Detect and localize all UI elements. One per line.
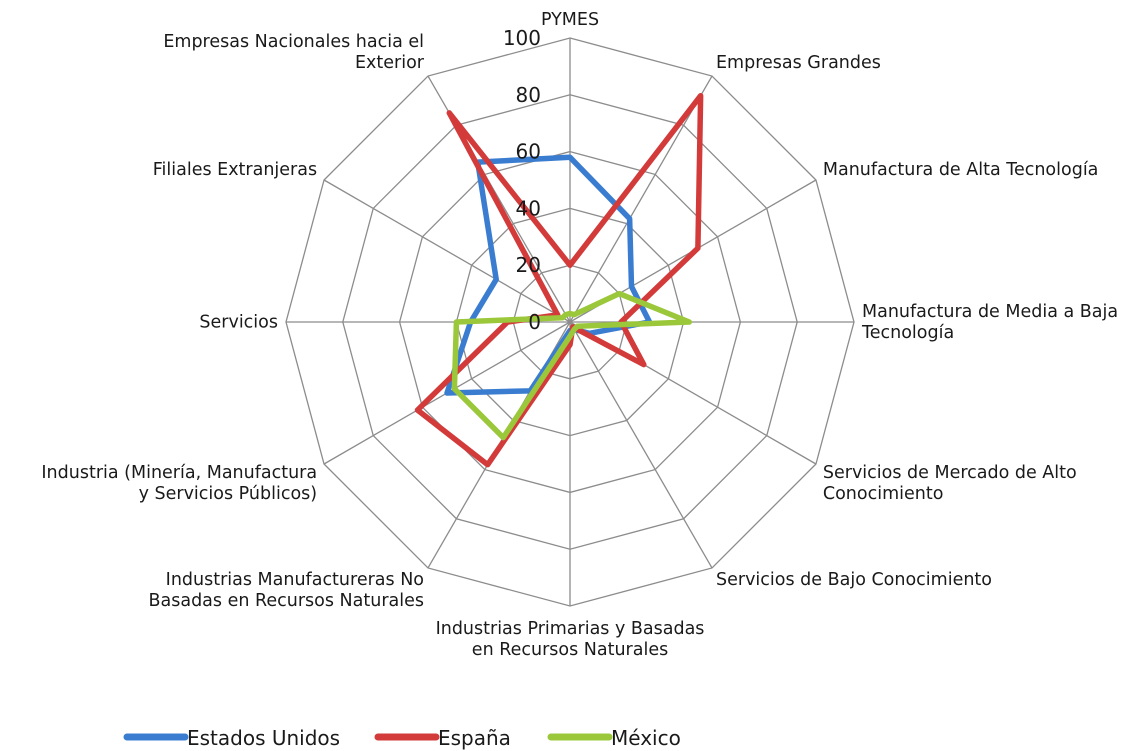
- category-label: Servicios de Mercado de Alto: [823, 463, 1077, 483]
- category-label: Empresas Grandes: [716, 53, 881, 73]
- category-label: Manufactura de Alta Tecnología: [823, 160, 1099, 180]
- tick-label: 40: [516, 196, 541, 220]
- tick-label: 60: [516, 140, 541, 164]
- category-label: Exterior: [355, 53, 425, 73]
- category-label: Tecnología: [861, 323, 954, 343]
- legend-label: Estados Unidos: [187, 726, 340, 750]
- radar-grid: [285, 37, 855, 607]
- category-label: y Servicios Públicos): [139, 484, 318, 504]
- category-label: Industria (Minería, Manufactura: [41, 463, 317, 483]
- series-line-0: [444, 154, 653, 396]
- category-label: Industrias Manufactureras No: [166, 570, 424, 590]
- radial-tick-labels: 0 20 40 60 80 100: [503, 26, 541, 334]
- category-label: Manufactura de Media a Baja: [862, 302, 1118, 322]
- series-line-2: [451, 290, 693, 441]
- legend: Estados Unidos España México: [123, 726, 681, 750]
- grid-spoke: [569, 75, 713, 323]
- radar-series: [414, 92, 704, 468]
- category-label: PYMES: [541, 10, 599, 30]
- category-label: Basadas en Recursos Naturales: [149, 591, 425, 611]
- category-label: Conocimiento: [823, 484, 944, 504]
- legend-label: España: [438, 726, 511, 750]
- legend-label: México: [611, 726, 681, 750]
- category-label: Industrias Primarias y Basadas: [436, 619, 705, 639]
- tick-label: 80: [516, 83, 541, 107]
- tick-label: 100: [503, 26, 541, 50]
- series-line-1: [414, 92, 704, 468]
- tick-label: 0: [528, 310, 541, 334]
- category-label: en Recursos Naturales: [472, 640, 668, 660]
- grid-spoke: [323, 179, 571, 323]
- tick-label: 20: [516, 253, 541, 277]
- category-label: Empresas Nacionales hacia el: [163, 32, 424, 52]
- category-label: Filiales Extranjeras: [153, 160, 317, 180]
- category-label: Servicios de Bajo Conocimiento: [716, 570, 992, 590]
- category-label: Servicios: [199, 313, 278, 333]
- grid-spoke: [569, 321, 713, 569]
